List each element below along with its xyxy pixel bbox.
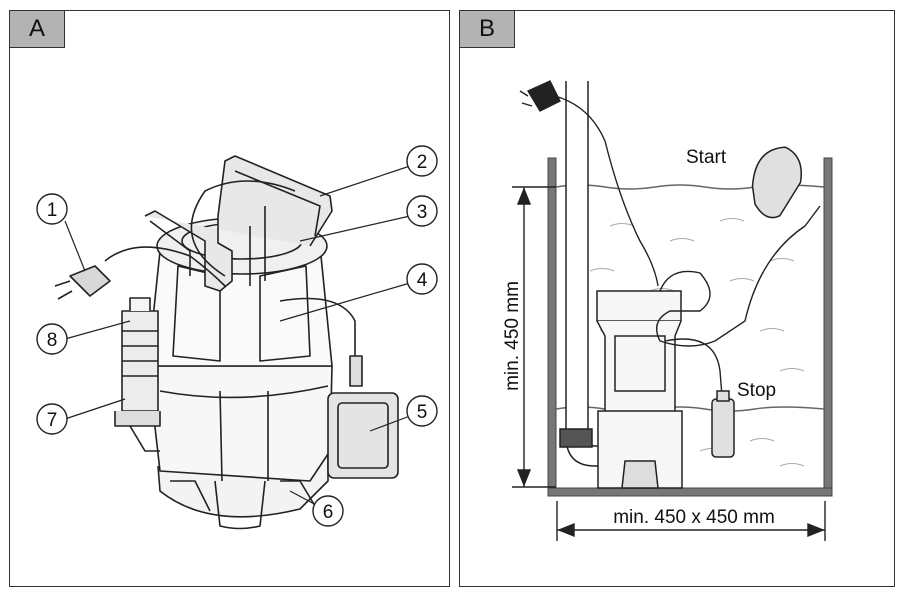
power-cable-b	[554, 95, 659, 287]
float-switch-stop	[711, 390, 735, 458]
pump-foot-center	[214, 480, 266, 530]
panel-a: A	[9, 10, 450, 587]
panel-a-tag: A	[10, 11, 65, 48]
panel-b: B	[459, 10, 895, 587]
svg-text:3: 3	[417, 202, 428, 223]
svg-text:5: 5	[417, 402, 428, 423]
start-label: Start	[686, 147, 727, 168]
pump-b	[596, 290, 683, 489]
callout-5: 5	[406, 395, 438, 427]
discharge-pipe	[559, 81, 601, 467]
float-cable-stop	[664, 338, 723, 397]
svg-text:6: 6	[323, 502, 334, 523]
pump-power-cable	[104, 246, 226, 287]
panel-b-tag: B	[460, 11, 515, 48]
callout-7: 7	[36, 403, 68, 435]
container	[547, 157, 833, 497]
width-label: min. 450 x 450 mm	[613, 507, 775, 528]
plug-b	[526, 80, 561, 112]
float-switch-cable	[279, 297, 356, 371]
callout-1: 1	[36, 193, 68, 225]
float-switch	[327, 392, 399, 479]
callout-2: 2	[406, 145, 438, 177]
pump-illustration: 1 2 3 4 5 6 7 8	[36, 145, 438, 530]
callout-8: 8	[36, 323, 68, 355]
svg-text:1: 1	[47, 200, 58, 221]
height-label: min. 450 mm	[502, 281, 523, 391]
callout-4: 4	[406, 263, 438, 295]
installation-diagram: min. 450 mm min. 450 x 450 mm Start Stop	[502, 80, 833, 541]
pump-handle	[144, 155, 333, 292]
callout-6: 6	[312, 495, 344, 527]
stop-label: Stop	[737, 380, 776, 401]
float-switch-start	[751, 146, 802, 219]
svg-text:4: 4	[417, 270, 428, 291]
float-cable-start	[656, 205, 821, 347]
svg-text:2: 2	[417, 152, 428, 173]
svg-text:8: 8	[47, 330, 58, 351]
water-surface-stop	[555, 406, 825, 412]
pump-plug	[69, 265, 111, 297]
svg-text:7: 7	[47, 410, 58, 431]
callout-3: 3	[406, 195, 438, 227]
pump-lower-body	[147, 365, 333, 482]
